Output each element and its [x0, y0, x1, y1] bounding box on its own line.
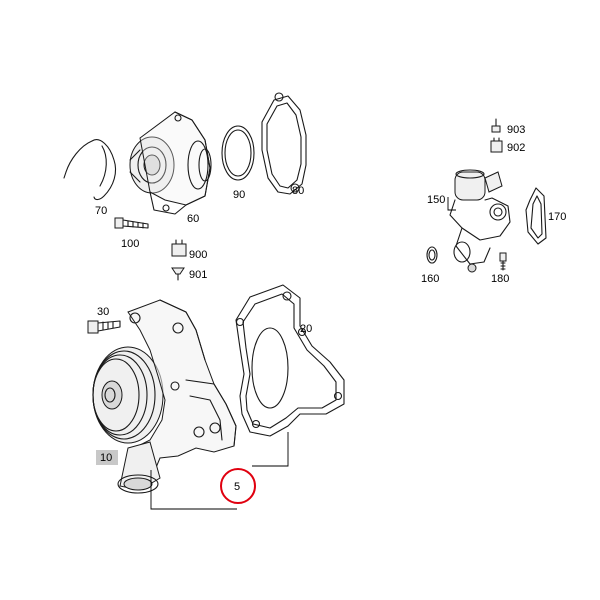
part-10-water-pump[interactable]: [92, 299, 237, 494]
highlight-ring-part-5: [220, 468, 256, 504]
label-10: 10: [100, 452, 112, 464]
label-903: 903: [507, 124, 525, 136]
label-160: 160: [421, 273, 439, 285]
label-900: 900: [189, 249, 207, 261]
part-20-gasket[interactable]: [235, 284, 345, 437]
part-150-valve-body[interactable]: [449, 169, 511, 273]
label-60: 60: [187, 213, 199, 225]
part-70-wire-clip[interactable]: [63, 139, 117, 201]
leader-150: [447, 197, 456, 211]
label-5[interactable]: 5: [234, 481, 240, 493]
part-901-pin[interactable]: [171, 267, 185, 281]
label-180: 180: [491, 273, 509, 285]
part-90-o-ring[interactable]: [221, 125, 255, 181]
label-150: 150: [427, 194, 445, 206]
part-903-plug[interactable]: [491, 118, 501, 133]
label-80: 80: [292, 185, 304, 197]
label-20: 20: [300, 323, 312, 335]
part-170-bracket[interactable]: [525, 187, 547, 245]
part-160-o-ring[interactable]: [426, 246, 438, 264]
label-90: 90: [233, 189, 245, 201]
label-902: 902: [507, 142, 525, 154]
part-900-connector[interactable]: [171, 239, 187, 257]
leader-5-right: [252, 432, 289, 467]
label-30: 30: [97, 306, 109, 318]
leader-5-left: [150, 470, 237, 510]
label-901: 901: [189, 269, 207, 281]
part-100-bolt[interactable]: [114, 217, 149, 229]
label-70: 70: [95, 205, 107, 217]
label-100: 100: [121, 238, 139, 250]
part-902-connector[interactable]: [490, 137, 503, 153]
part-30-bolt[interactable]: [87, 320, 121, 334]
label-10-box: [96, 450, 118, 465]
part-180-bolt[interactable]: [499, 252, 507, 271]
label-170: 170: [548, 211, 566, 223]
part-80-gasket[interactable]: [261, 92, 307, 195]
part-60-thermostat-housing[interactable]: [129, 111, 212, 215]
